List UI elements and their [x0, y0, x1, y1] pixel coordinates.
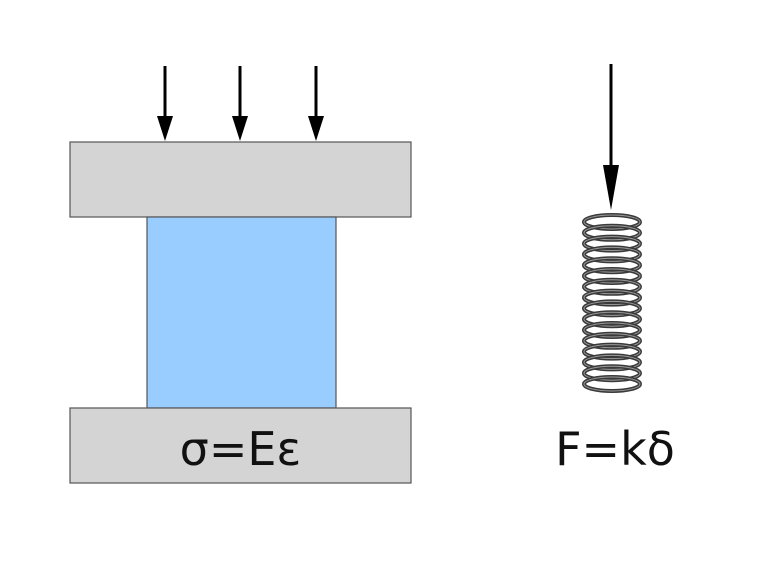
spring-coil-highlight	[583, 290, 641, 306]
hookes-law-formula: F=kδ	[555, 422, 675, 476]
bottom-plate	[69, 407, 412, 484]
load-arrow-middle	[232, 66, 248, 141]
spring-coil-highlight	[583, 300, 641, 316]
load-arrow-left	[157, 66, 173, 141]
specimen-block	[146, 216, 337, 409]
spring-coil-highlight	[583, 225, 641, 241]
spring-icon	[582, 213, 642, 393]
stress-strain-figure	[69, 66, 412, 484]
top-plate	[69, 141, 412, 218]
spring-coil-highlight	[583, 311, 641, 327]
spring-coil-highlight	[583, 333, 641, 349]
spring-coil-highlight	[583, 344, 641, 360]
spring-coil-highlight	[583, 236, 641, 252]
stress-strain-formula: σ=Eε	[179, 422, 302, 476]
spring-coil-highlight	[583, 322, 641, 338]
spring-coil-highlight	[583, 246, 641, 262]
spring-coil-highlight	[583, 376, 641, 392]
spring-coil-highlight	[583, 214, 641, 230]
spring-load-arrow	[603, 64, 619, 210]
load-arrow-right	[308, 66, 324, 141]
spring-figure	[582, 64, 642, 393]
spring-coil-highlight	[583, 257, 641, 273]
spring-coil-highlight	[583, 365, 641, 381]
load-arrows	[157, 66, 324, 141]
spring-coil-highlight	[583, 279, 641, 295]
spring-coil-highlight	[583, 268, 641, 284]
spring-coil-highlight	[583, 354, 641, 370]
